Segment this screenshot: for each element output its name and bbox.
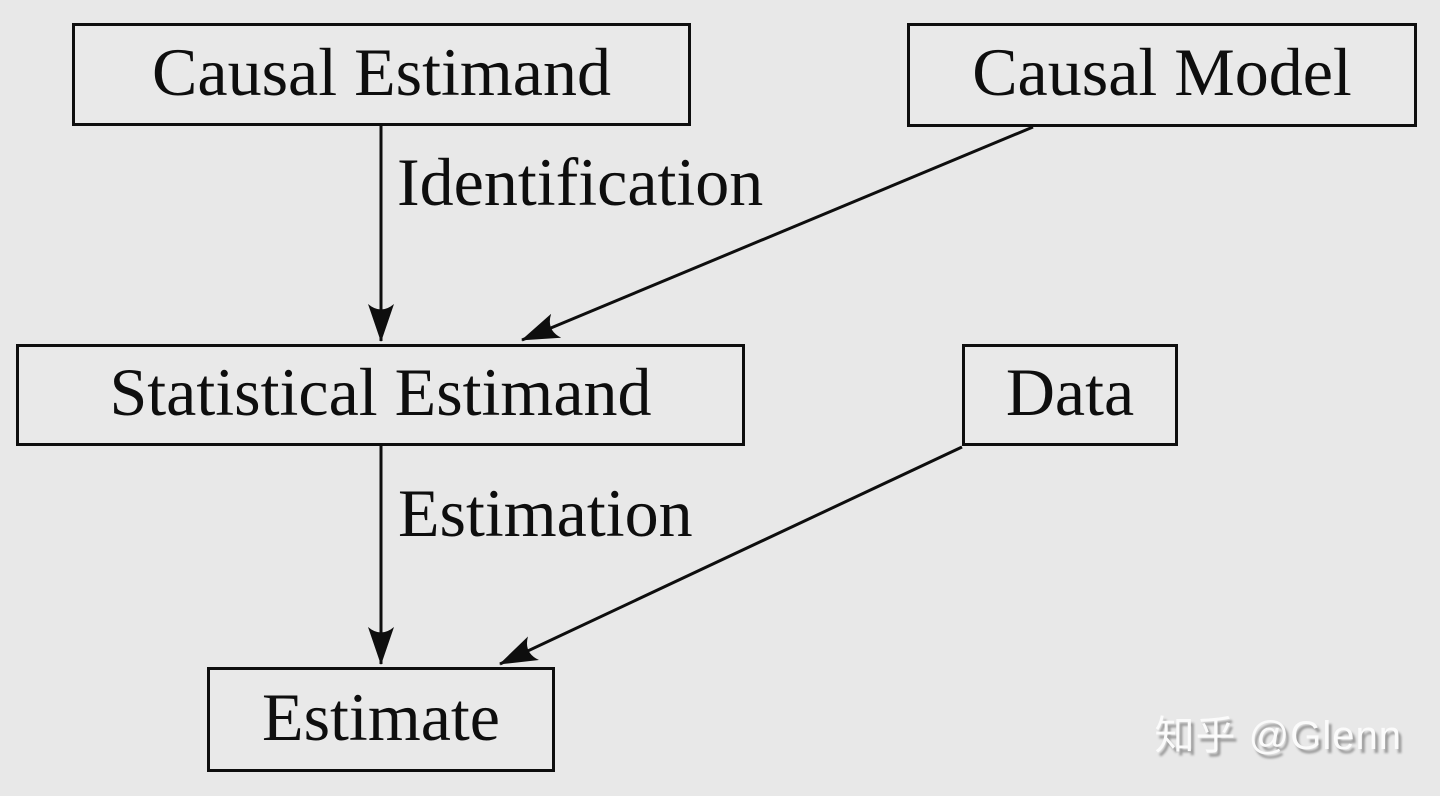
node-label: Statistical Estimand (109, 354, 652, 430)
node-label: Data (1005, 354, 1135, 430)
edge-data-to-estimate (499, 445, 963, 666)
node-causal-model: Causal Model (907, 23, 1417, 127)
node-label: Causal Model (972, 34, 1352, 110)
edge-label-estimation: Estimation (398, 475, 693, 551)
node-estimate: Estimate (207, 667, 555, 772)
edge-label-identification: Identification (397, 144, 764, 220)
node-label: Estimate (262, 678, 500, 755)
node-data: Data (962, 344, 1178, 446)
watermark: 知乎 @Glenn (1154, 714, 1402, 758)
node-causal-estimand: Causal Estimand (72, 23, 691, 126)
node-label: Causal Estimand (152, 33, 611, 110)
edge-causal-model-to-statistical-estimand (521, 125, 1034, 342)
node-statistical-estimand: Statistical Estimand (16, 344, 745, 446)
